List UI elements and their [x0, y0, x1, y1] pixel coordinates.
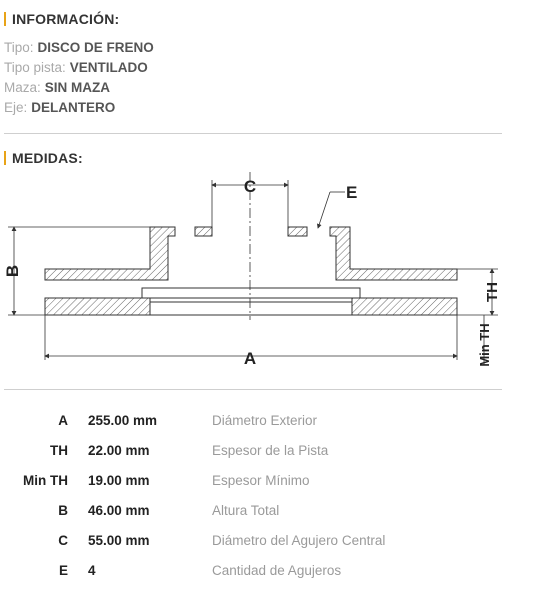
spec-code: C — [58, 533, 68, 548]
info-label: Tipo pista: — [4, 60, 66, 75]
spec-code: TH — [50, 443, 68, 458]
info-row-tipo: Tipo:DISCO DE FRENO — [4, 40, 154, 55]
spec-value: 46.00 mm — [88, 503, 150, 518]
brake-disc-diagram: C E A B TH Min TH — [3, 172, 501, 368]
dimension-text: C E A B TH Min TH — [3, 177, 501, 368]
info-value: VENTILADO — [69, 60, 148, 75]
label-e: E — [346, 183, 357, 202]
info-title-text: INFORMACIÓN: — [12, 11, 120, 27]
label-min-th: Min TH — [477, 323, 492, 366]
spec-desc: Altura Total — [212, 503, 280, 518]
spec-desc: Espesor de la Pista — [212, 443, 329, 458]
label-th: TH — [484, 282, 501, 302]
spec-value: 255.00 mm — [88, 413, 158, 428]
divider — [4, 389, 502, 390]
disc-cross-section — [44, 226, 458, 316]
spec-desc: Diámetro Exterior — [212, 413, 318, 428]
spec-value: 4 — [88, 563, 96, 578]
info-value: SIN MAZA — [44, 80, 111, 95]
info-row-tipo-pista: Tipo pista:VENTILADO — [4, 60, 148, 75]
spec-code: E — [58, 563, 68, 578]
info-label: Maza: — [4, 80, 41, 95]
label-c: C — [244, 177, 256, 196]
accent-bar — [4, 151, 6, 165]
spec-row-b: B 46.00 mm Altura Total — [0, 503, 535, 523]
dimension-lines — [8, 172, 498, 365]
spec-desc: Diámetro del Agujero Central — [212, 533, 386, 548]
info-row-eje: Eje:DELANTERO — [4, 100, 115, 115]
info-label: Eje: — [4, 100, 28, 115]
spec-code: B — [58, 503, 68, 518]
info-label: Tipo: — [4, 40, 34, 55]
spec-desc: Cantidad de Agujeros — [212, 563, 342, 578]
spec-row-c: C 55.00 mm Diámetro del Agujero Central — [0, 533, 535, 553]
spec-value: 22.00 mm — [88, 443, 150, 458]
label-b: B — [3, 265, 22, 277]
info-section-title: INFORMACIÓN: — [4, 11, 119, 27]
spec-row-e: E 4 Cantidad de Agujeros — [0, 563, 535, 583]
divider — [4, 133, 502, 134]
medidas-title-text: MEDIDAS: — [12, 150, 83, 166]
spec-desc: Espesor Mínimo — [212, 473, 310, 488]
spec-code: A — [58, 413, 68, 428]
info-value: DISCO DE FRENO — [37, 40, 154, 55]
spec-value: 55.00 mm — [88, 533, 150, 548]
accent-bar — [4, 12, 6, 26]
spec-row-th: TH 22.00 mm Espesor de la Pista — [0, 443, 535, 463]
spec-code: Min TH — [23, 473, 68, 488]
medidas-section-title: MEDIDAS: — [4, 150, 83, 166]
spec-row-min-th: Min TH 19.00 mm Espesor Mínimo — [0, 473, 535, 493]
info-row-maza: Maza:SIN MAZA — [4, 80, 110, 95]
info-value: DELANTERO — [31, 100, 116, 115]
spec-value: 19.00 mm — [88, 473, 150, 488]
spec-row-a: A 255.00 mm Diámetro Exterior — [0, 413, 535, 433]
label-a: A — [244, 349, 256, 368]
